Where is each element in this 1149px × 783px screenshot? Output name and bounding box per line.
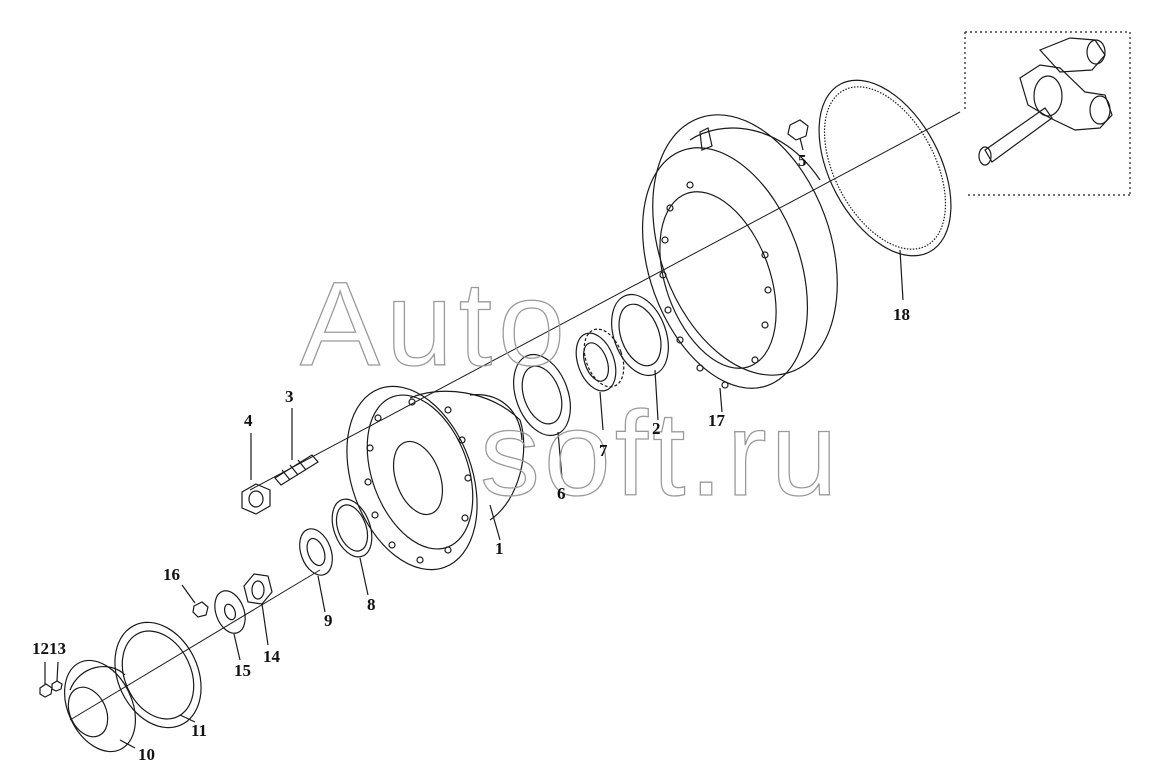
- part-14-nut: [243, 573, 273, 646]
- callout-1: 1: [495, 539, 504, 558]
- part-15-washer: [214, 590, 246, 661]
- callout-15: 15: [234, 661, 251, 680]
- brake-drum: [641, 114, 838, 413]
- callout-2: 2: [652, 419, 661, 438]
- part-10-hubcap: [64, 659, 136, 753]
- watermark-line-2: soft.ru: [480, 387, 841, 505]
- part-12-13-bolts: [39, 661, 63, 698]
- part-8-ring: [331, 498, 373, 596]
- callout-9: 9: [324, 611, 333, 630]
- callout-16: 16: [163, 565, 180, 584]
- part-1-hub: [346, 385, 525, 571]
- callout-14: 14: [263, 647, 280, 666]
- callout-4: 4: [244, 411, 253, 430]
- callout-1213: 1213: [32, 639, 66, 658]
- callout-5: 5: [798, 151, 807, 170]
- callout-8: 8: [367, 595, 376, 614]
- part-3-stud: [274, 408, 319, 486]
- callout-3: 3: [285, 387, 294, 406]
- part-16-bolt: [181, 584, 209, 618]
- part-7-bearing: [575, 328, 625, 431]
- part-5-nut: [787, 119, 809, 151]
- callout-10: 10: [138, 745, 155, 764]
- watermark-line-1: Auto: [300, 257, 571, 391]
- callout-17: 17: [708, 411, 725, 430]
- part-9-bearing: [299, 528, 333, 613]
- part-4-nut: [241, 433, 271, 515]
- callout-11: 11: [191, 721, 208, 740]
- part-18-ring: [818, 79, 952, 301]
- part-6-ring: [513, 353, 571, 479]
- part-11-gasket: [114, 621, 202, 729]
- part-2-ring: [611, 293, 669, 421]
- steering-knuckle: [978, 37, 1113, 166]
- drum-bolt-holes: [659, 181, 772, 389]
- inset-frame: [964, 31, 1131, 196]
- callout-7: 7: [599, 441, 608, 460]
- axis-line: [69, 111, 961, 721]
- callout-18: 18: [893, 305, 910, 324]
- hub-bolt-holes: [364, 398, 472, 564]
- callout-6: 6: [557, 484, 566, 503]
- watermark: Auto soft.ru: [299, 256, 841, 505]
